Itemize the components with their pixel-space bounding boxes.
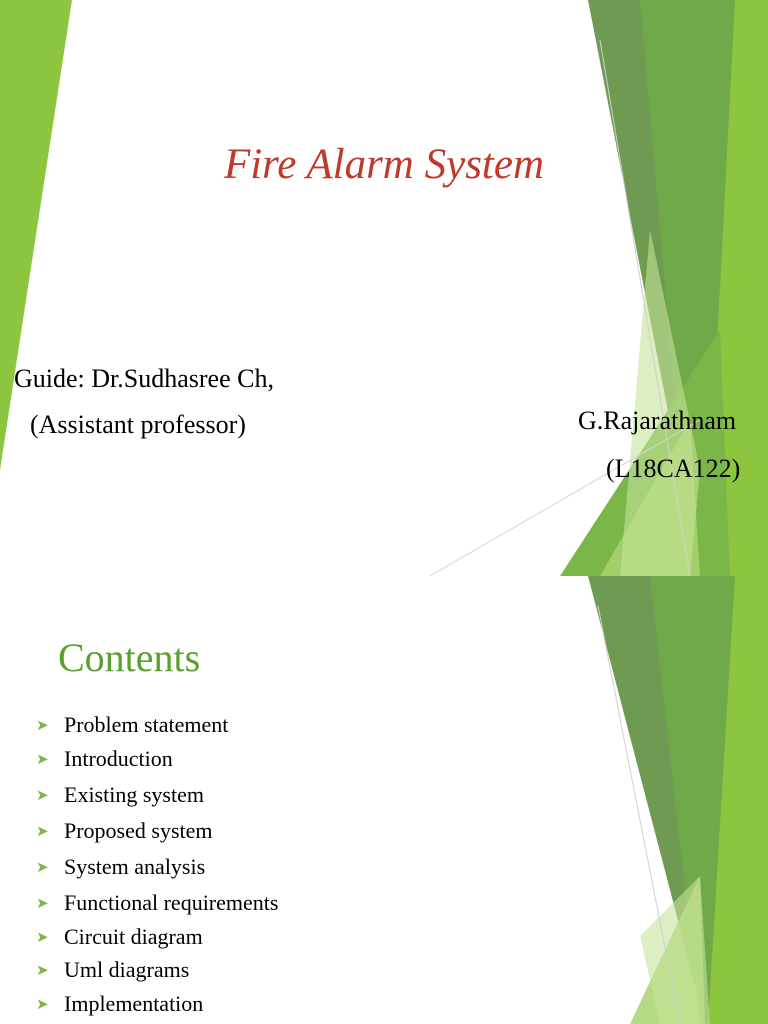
arrow-right-icon: ➤ — [36, 997, 49, 1013]
student-id: (L18CA122) — [606, 454, 741, 483]
student-name: G.Rajarathnam — [578, 406, 737, 435]
slide-title: Fire Alarm System — [223, 141, 545, 188]
guide-role: (Assistant professor) — [30, 410, 246, 439]
list-item: ➤Introduction — [36, 746, 173, 771]
contents-slide: Contents ➤Problem statement ➤Introductio… — [0, 576, 768, 1024]
list-item: ➤Existing system — [36, 782, 204, 807]
list-item: ➤Implementation — [36, 991, 204, 1016]
list-item: ➤Problem statement — [36, 712, 229, 737]
list-item: ➤Uml diagrams — [36, 957, 190, 982]
arrow-right-icon: ➤ — [36, 896, 49, 912]
arrow-right-icon: ➤ — [36, 718, 49, 734]
guide-name: Guide: Dr.Sudhasree Ch, — [14, 364, 274, 393]
green-triangle-decoration — [588, 576, 768, 1024]
arrow-right-icon: ➤ — [36, 860, 49, 876]
list-item: ➤System analysis — [36, 854, 206, 879]
list-item: ➤Circuit diagram — [36, 924, 203, 949]
green-triangle-decoration — [0, 0, 768, 576]
title-slide: Fire Alarm System Guide: Dr.Sudhasree Ch… — [0, 0, 768, 576]
arrow-right-icon: ➤ — [36, 930, 49, 946]
arrow-right-icon: ➤ — [36, 752, 49, 768]
arrow-right-icon: ➤ — [36, 963, 49, 979]
list-item: ➤Functional requirements — [36, 890, 279, 915]
arrow-right-icon: ➤ — [36, 788, 49, 804]
arrow-right-icon: ➤ — [36, 824, 49, 840]
contents-heading: Contents — [58, 635, 201, 680]
list-item: ➤Proposed system — [36, 818, 213, 843]
